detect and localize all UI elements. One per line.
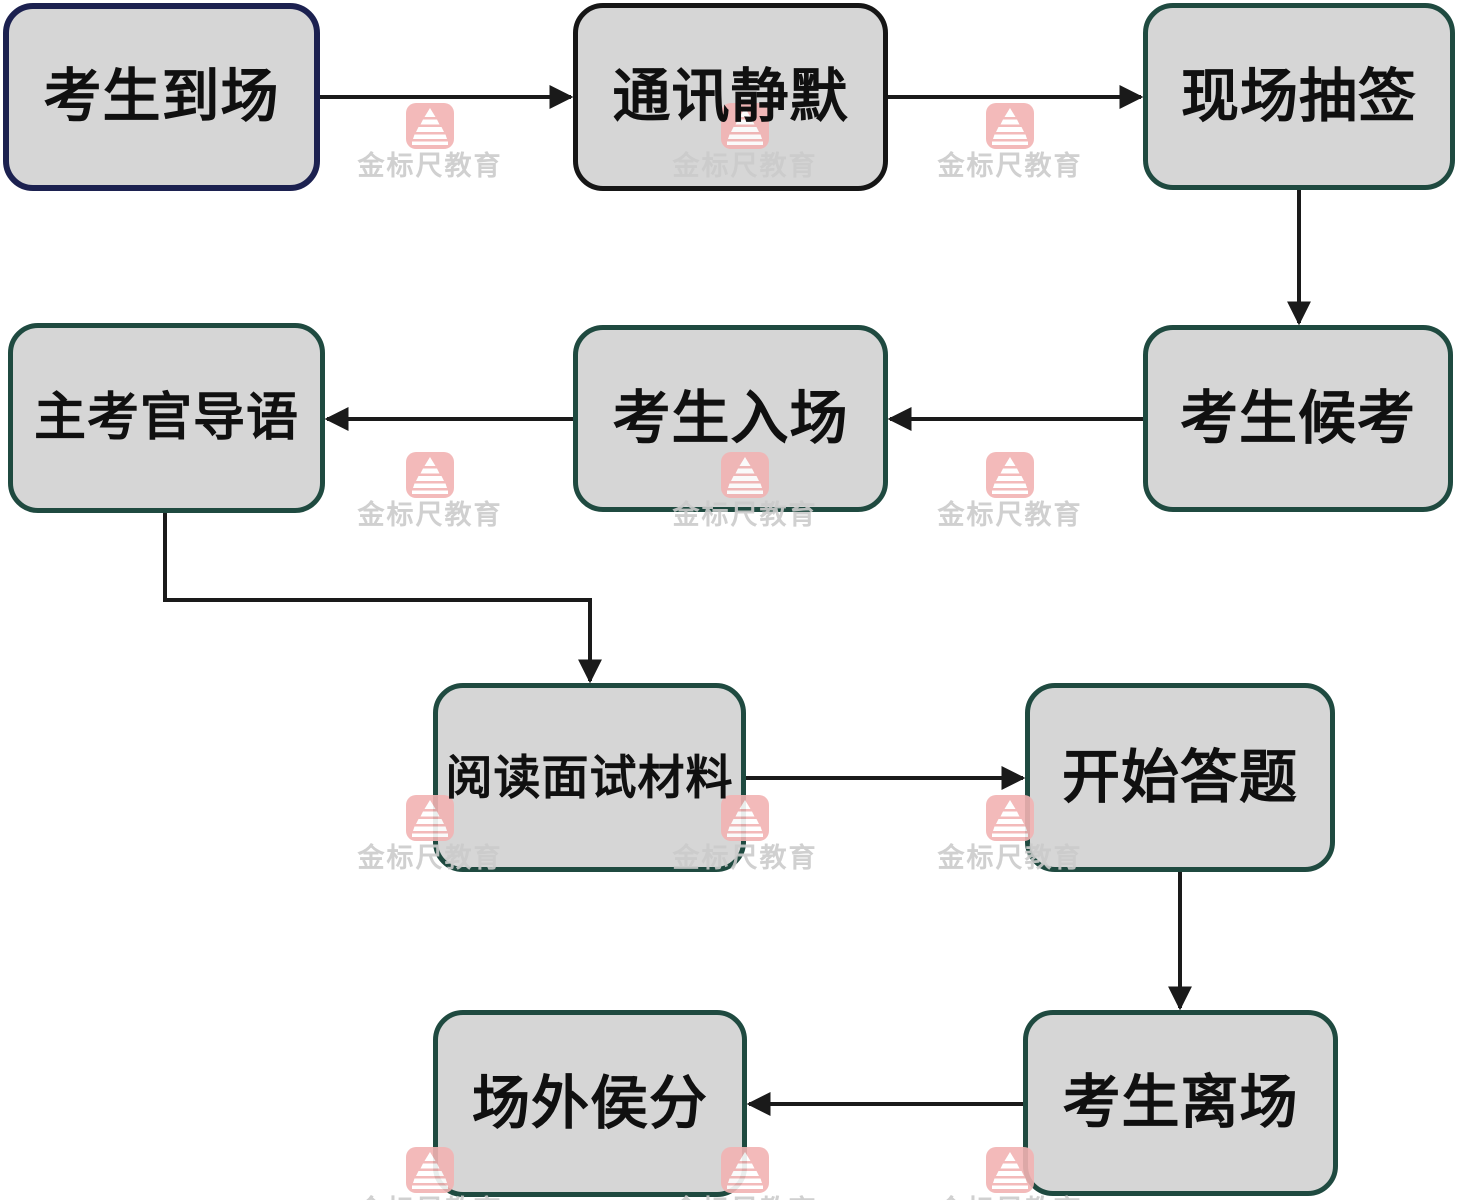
flow-node-wait-outside-for-score: 场外侯分 [433, 1010, 747, 1197]
flow-node-label: 场外侯分 [471, 1070, 708, 1136]
flow-node-start-answering: 开始答题 [1025, 683, 1335, 872]
flow-node-label: 开始答题 [1061, 744, 1298, 810]
flow-node-label: 考生候考 [1179, 385, 1416, 451]
flow-node-label: 考生离场 [1062, 1070, 1299, 1135]
flow-node-label: 现场抽签 [1180, 63, 1417, 129]
flow-node-examiner-guide: 主考官导语 [8, 323, 325, 513]
flow-node-onsite-lottery: 现场抽签 [1143, 3, 1455, 190]
flow-node-label: 考生到场 [43, 64, 280, 129]
flow-node-label: 通讯静默 [612, 64, 849, 129]
flow-node-candidate-arrival: 考生到场 [3, 3, 320, 191]
flow-arrow-examiner-guide-to-read-interview-materials [163, 513, 602, 684]
flow-node-label: 阅读面试材料 [445, 751, 734, 804]
flow-node-label: 主考官导语 [33, 389, 299, 447]
flow-node-candidate-departure: 考生离场 [1023, 1010, 1338, 1196]
flow-node-candidate-waiting: 考生候考 [1143, 325, 1453, 512]
flow-node-label: 考生入场 [612, 385, 849, 451]
flow-node-read-interview-materials: 阅读面试材料 [433, 683, 746, 872]
